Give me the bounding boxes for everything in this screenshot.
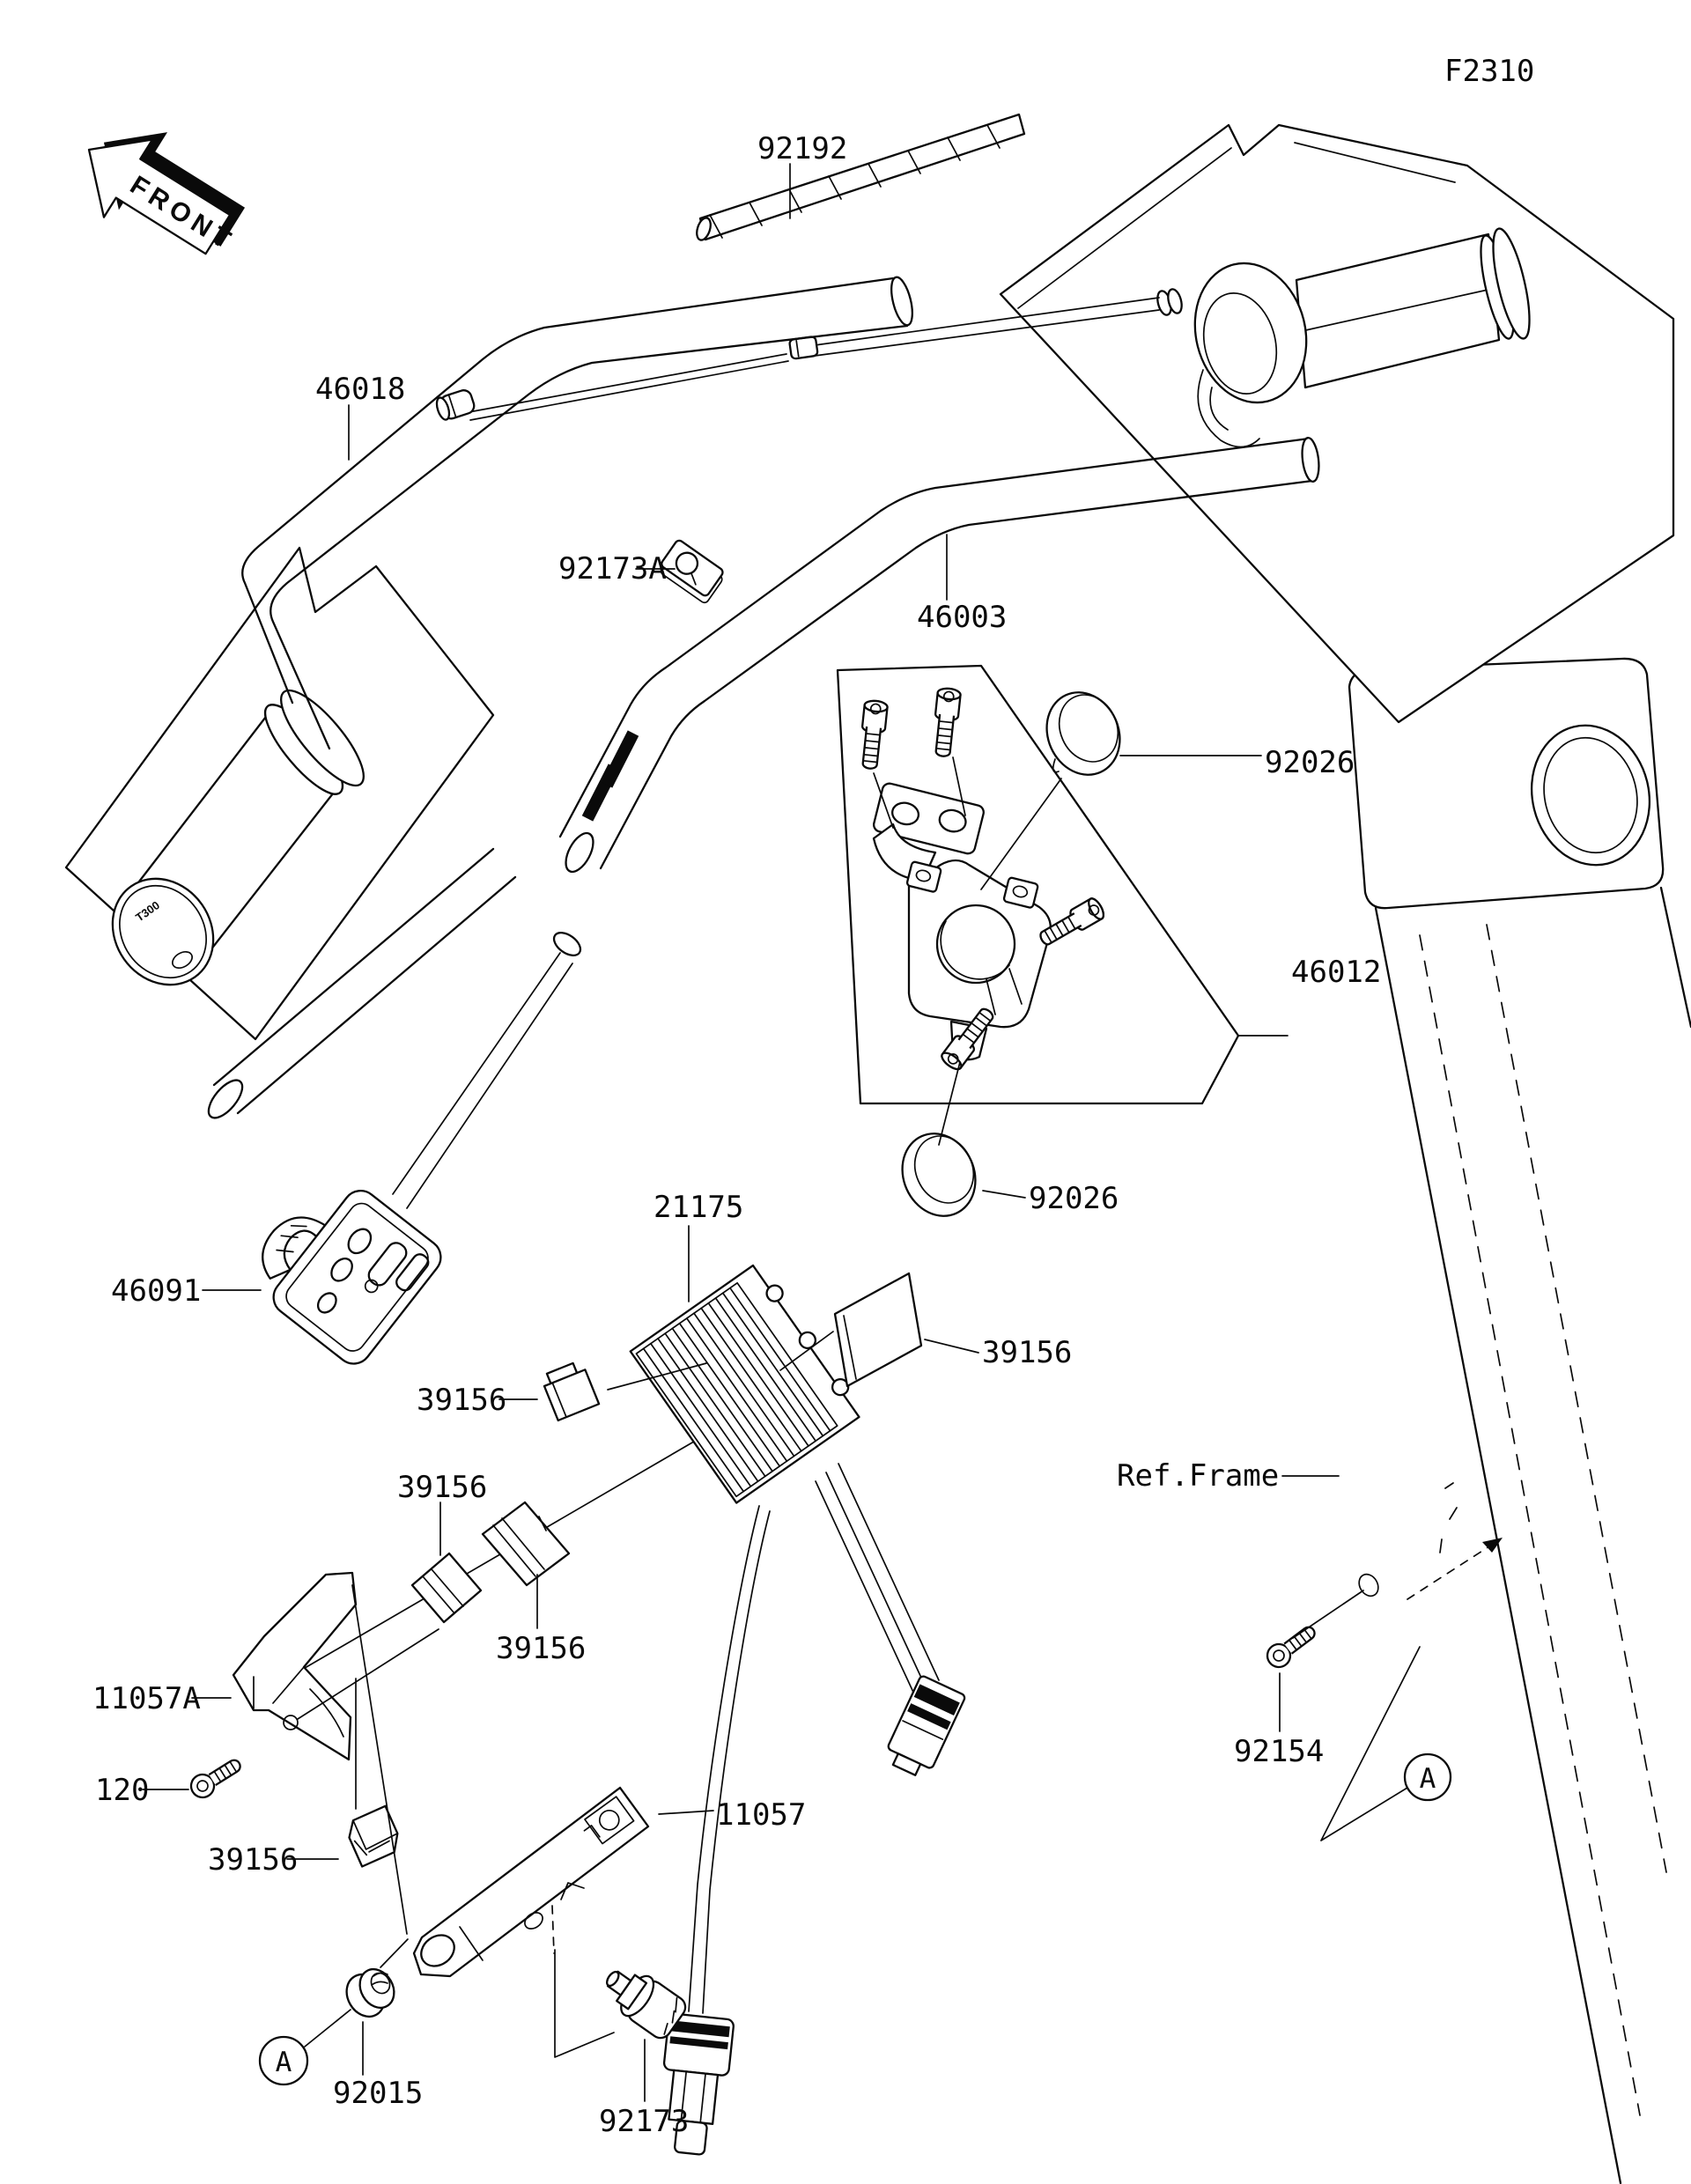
left-grip: T300 [111, 689, 365, 986]
ecu-wires [815, 1463, 940, 1699]
upper-clamp-half [873, 782, 985, 855]
frame-centerline-dashed [1419, 934, 1641, 2116]
ecu-connector [887, 1675, 966, 1776]
grip-end-cap [111, 877, 215, 986]
handlebar-bare [558, 437, 1320, 874]
detail-marker-right: A [1403, 1752, 1452, 1802]
part-label-92026-bottom: 92026 [1029, 1181, 1119, 1216]
part-label-39156-1: 39156 [417, 1383, 506, 1418]
clamp-plate [412, 1786, 650, 1978]
part-number-labels: F2310921924601892173A4600392026460129202… [92, 54, 1534, 2139]
detail-marker-letter: A [1420, 1763, 1436, 1795]
part-label-92173A: 92173A [558, 551, 667, 587]
part-label-92173: 92173 [599, 2104, 689, 2139]
spiral-cable-wrap [696, 113, 1026, 241]
bushing-ring-bottom [901, 1133, 977, 1217]
holder-tab [660, 539, 724, 604]
part-label-92154: 92154 [1234, 1734, 1324, 1769]
screw-92154 [1261, 1619, 1322, 1673]
holder-detail-box [836, 664, 1240, 1105]
clamp-bolt-1 [857, 698, 890, 771]
ecu-module [629, 1264, 966, 2156]
handlebar-assembled [241, 276, 913, 750]
part-label-92015: 92015 [333, 2076, 423, 2111]
bushing-ring-top [1045, 691, 1121, 776]
switch-housing [262, 931, 582, 1365]
riser-clamp-body [905, 859, 1052, 1061]
part-label-39156-4: 39156 [496, 1631, 586, 1666]
damper-sleeve-d [481, 1501, 571, 1587]
adjuster-knob [606, 1970, 687, 2040]
part-label-11057: 11057 [716, 1797, 806, 1833]
detail-marker-left: A [258, 2035, 309, 2086]
frame-bar-bore [1530, 724, 1651, 867]
part-label-46091: 46091 [111, 1273, 201, 1309]
part-label-39156-3: 39156 [397, 1470, 487, 1505]
damper-sleeve-c [410, 1552, 483, 1624]
frame-screw-hole [1358, 1573, 1379, 1597]
part-label-39156-5: 39156 [208, 1842, 298, 1878]
front-direction-arrow: FRONT [87, 132, 246, 257]
reference-frame [1348, 657, 1691, 2184]
part-label-39156-2: 39156 [982, 1335, 1072, 1370]
harness-connector [662, 2012, 735, 2156]
part-label-46012: 46012 [1291, 955, 1381, 990]
part-label-21175: 21175 [654, 1190, 743, 1225]
detail-marker-letter: A [276, 2047, 292, 2078]
throttle-housing [1193, 262, 1308, 404]
damper-pad-b [833, 1272, 923, 1388]
bar-open-end [890, 276, 913, 327]
part-label-92192: 92192 [757, 131, 847, 166]
left-bar-end-tube [207, 847, 517, 1119]
bar-position-marks [581, 730, 639, 822]
switch-cable-end [552, 931, 582, 957]
leader-lines [142, 163, 1421, 2102]
part-label-46018: 46018 [315, 372, 405, 407]
part-label-46003: 46003 [917, 600, 1007, 635]
throttle-cable-end [435, 389, 476, 421]
dashed-arrow [1407, 1544, 1493, 1600]
switch-cable [392, 952, 573, 1209]
part-label-92026-top: 92026 [1265, 745, 1355, 780]
part-label-11057A: 11057A [92, 1681, 201, 1716]
damper-clip-a [543, 1361, 601, 1422]
harness-wires [688, 1505, 771, 2014]
part-label-page-code: F2310 [1444, 54, 1534, 89]
part-label-ref-frame: Ref.Frame [1117, 1458, 1279, 1494]
grommet [345, 1967, 395, 2018]
part-label-120: 120 [95, 1773, 149, 1808]
clamp-bracket-a [232, 1571, 358, 1761]
throttle-grip-assembly [435, 227, 1531, 448]
damper-clip-e [348, 1804, 399, 1868]
screw-120 [185, 1752, 247, 1804]
right-view-panel [999, 123, 1675, 724]
bracket-hole [283, 1715, 299, 1730]
clamp-bolt-2 [930, 686, 963, 759]
